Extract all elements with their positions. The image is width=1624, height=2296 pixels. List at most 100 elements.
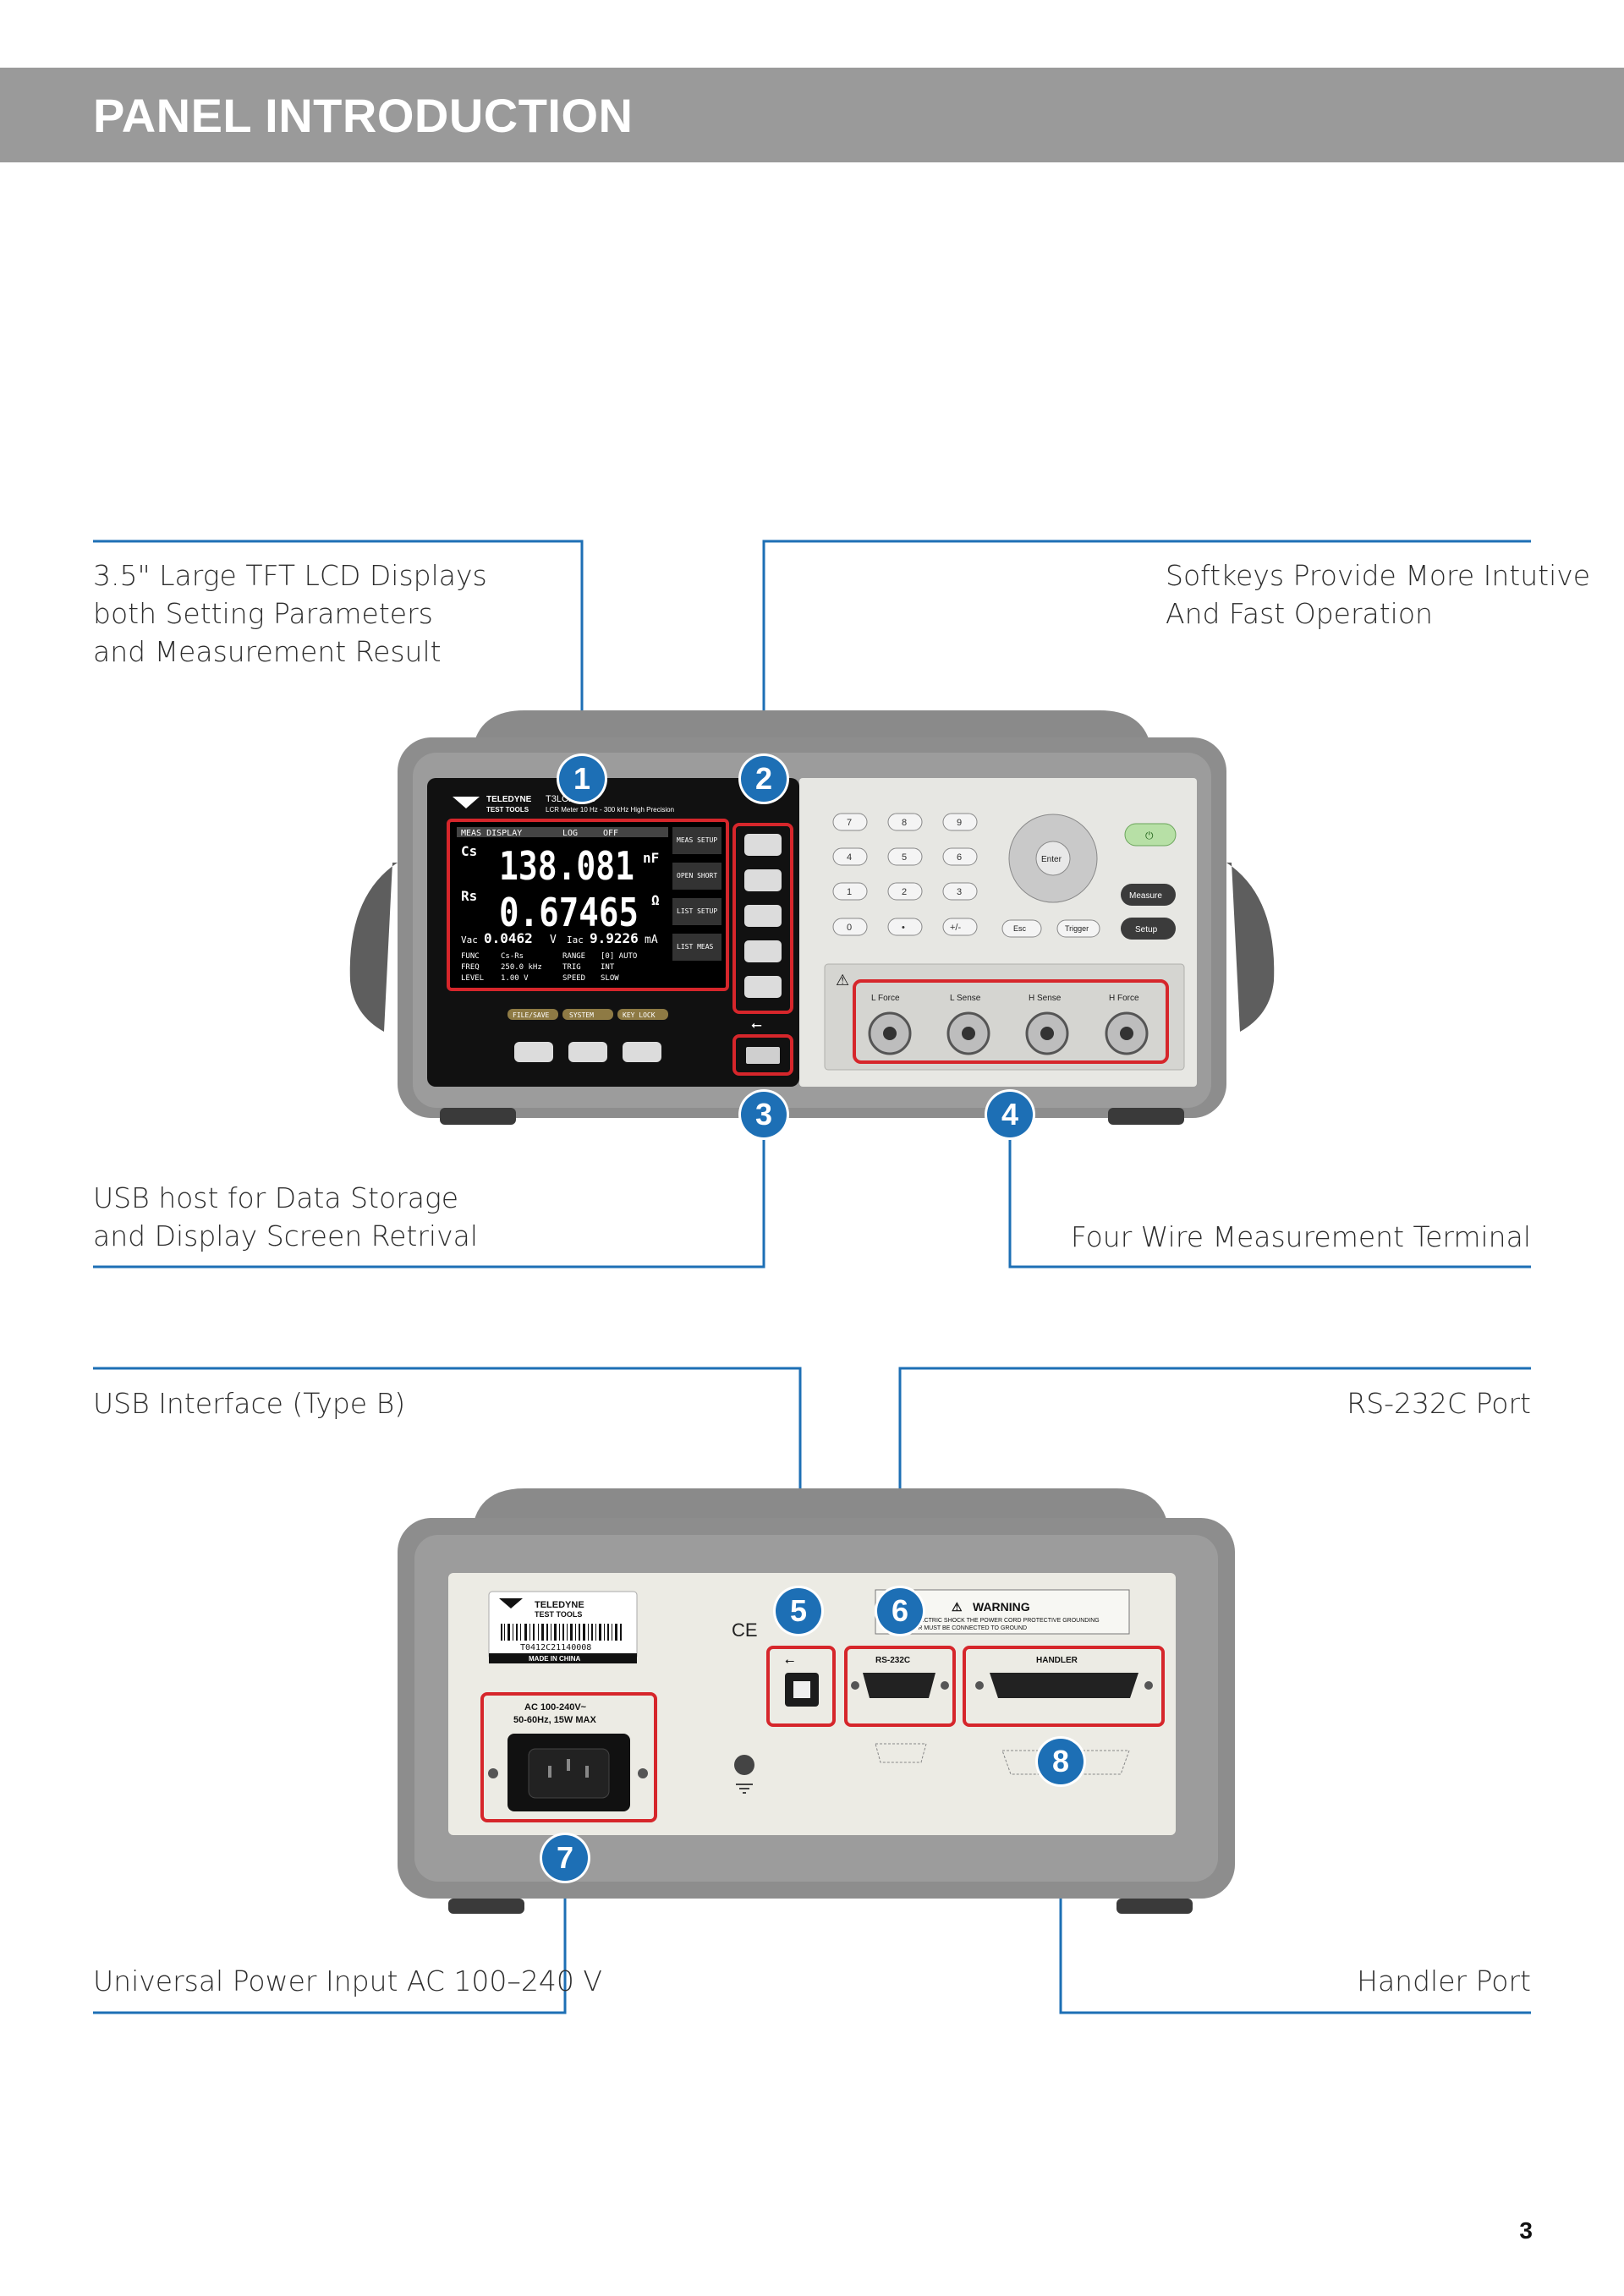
svg-text:LIST SETUP: LIST SETUP [677,907,717,915]
softkey-bottom-1 [514,1042,553,1062]
rear-panel-image: TELEDYNE TEST TOOLS T0412C21140008 MADE … [398,1488,1235,1914]
svg-text:Cs: Cs [461,843,477,859]
svg-text:TELEDYNE: TELEDYNE [486,795,532,804]
svg-text:RANGE: RANGE [562,952,585,961]
svg-text:1.00 V: 1.00 V [501,974,529,983]
handler-connector [990,1673,1138,1698]
ground-terminal [734,1755,754,1775]
lcd-side-labels: MEAS SETUP OPEN SHORT LIST SETUP LIST ME… [672,827,721,961]
svg-text:FUNC: FUNC [461,952,480,961]
callout-badge-5: 5 [776,1588,821,1634]
svg-text:TRIG: TRIG [562,963,581,972]
callout-label-2: Softkeys Provide More Intutive And Fast … [1166,556,1590,633]
softkey-bottom-2 [568,1042,607,1062]
terminal-labels: L Force L Sense H Sense H Force [871,994,1139,1003]
svg-text:OFF: OFF [603,829,618,838]
svg-text:TEST TOOLS: TEST TOOLS [486,806,529,814]
lcd-highlight [447,819,729,991]
svg-text:FILE/SAVE: FILE/SAVE [513,1011,550,1019]
svg-text:Vac: Vac [461,934,478,945]
callout-8-line-1: Handler Port [1357,1964,1531,1997]
usb-b-highlight [766,1646,836,1727]
callout-badge-7: 7 [542,1835,588,1881]
callout-label-3: USB host for Data Storage and Display Sc… [93,1179,478,1255]
svg-text:Setup: Setup [1135,925,1158,934]
svg-text:nF: nF [643,850,659,866]
svg-text:LCR Meter 10 Hz - 300 kHz Hi: LCR Meter 10 Hz - 300 kHz High Precision [546,806,674,814]
svg-text:[0] AUTO: [0] AUTO [601,952,637,961]
svg-text:50-60Hz, 15W MAX: 50-60Hz, 15W MAX [513,1715,596,1725]
terminals-highlight [853,979,1169,1064]
callout-badge-8: 8 [1038,1739,1084,1784]
function-keys: Esc Trigger [1001,919,1100,938]
svg-text:H Force: H Force [1109,994,1139,1003]
svg-text:⏻: ⏻ [1145,830,1154,841]
callout-label-6: RS-232C Port [1347,1384,1531,1422]
callout-label-7: Universal Power Input AC 100–240 V [93,1962,602,2000]
svg-text:FREQ: FREQ [461,963,480,972]
leader-line-4 [1008,1137,1531,1269]
callout-1-line-3: and Measurement Result [93,635,442,668]
callout-badge-4: 4 [987,1092,1033,1137]
usb-host-highlight [732,1034,793,1076]
svg-text:2: 2 [902,887,907,897]
svg-text:LIST MEAS: LIST MEAS [677,943,714,951]
svg-text:RS-232C: RS-232C [875,1656,910,1665]
callout-7-line-1: Universal Power Input AC 100–240 V [93,1964,602,1997]
lcd-params: FUNC Cs-Rs RANGE [0] AUTO FREQ 250.0 kHz… [461,952,637,983]
callout-badge-1: 1 [559,756,605,802]
svg-text:CONDUCTOR MUST BE CONNECTED TO: CONDUCTOR MUST BE CONNECTED TO GROUND [884,1625,1027,1631]
front-panel-image: TELEDYNE TEST TOOLS T3LCR1000 LCR Meter … [349,710,1275,1125]
left-handle [349,863,398,1032]
svg-text:⚠: ⚠ [952,1600,963,1614]
callout-2-line-1: Softkeys Provide More Intutive [1166,559,1591,592]
callout-3-line-1: USB host for Data Storage [93,1181,459,1214]
enter-button [1035,841,1071,876]
callout-badge-6: 6 [877,1588,923,1634]
svg-text:Cs-Rs: Cs-Rs [501,952,524,961]
callout-1-line-1: 3.5" Large TFT LCD Displays [93,559,487,592]
page-number: 3 [1519,2217,1533,2244]
top-bumper [474,710,1150,744]
svg-text:9.9226: 9.9226 [590,930,639,946]
svg-text:138.081: 138.081 [499,843,634,889]
numeric-keypad: 7 8 9 4 5 6 1 2 3 0 • +/- [832,813,978,936]
svg-text:TELEDYNE: TELEDYNE [535,1600,584,1610]
terminal-panel [824,963,1185,1071]
svg-text:Enter: Enter [1041,855,1062,864]
svg-text:INT: INT [601,963,615,972]
svg-text:LOG: LOG [562,829,578,838]
svg-text:TEST TOOLS: TEST TOOLS [535,1610,582,1619]
svg-text:Measure: Measure [1129,891,1162,901]
svg-text:LEVEL: LEVEL [461,974,484,983]
svg-text:Iac: Iac [567,934,584,945]
svg-text:8: 8 [902,818,907,828]
svg-text:6: 6 [957,852,962,863]
rs232-highlight [844,1646,956,1727]
svg-text:HANDLER: HANDLER [1036,1656,1078,1665]
svg-text:0: 0 [847,923,852,933]
svg-text:OPEN SHORT: OPEN SHORT [677,872,717,879]
svg-text:0.0462: 0.0462 [484,930,533,946]
svg-text:⚠: ⚠ [836,972,849,989]
callout-label-8: Handler Port [1357,1962,1531,2000]
svg-text:⭠: ⭠ [751,1018,762,1033]
svg-text:250.0 kHz: 250.0 kHz [501,963,542,972]
leader-line-3 [93,1137,765,1269]
svg-text:1: 1 [847,887,852,897]
callout-5-line-1: USB Interface (Type B) [93,1387,406,1420]
usb-host-port [746,1047,780,1064]
svg-text:9: 9 [957,818,962,828]
svg-text:L Force: L Force [871,994,900,1003]
svg-text:0.67465: 0.67465 [499,890,639,935]
svg-text:Rs: Rs [461,888,477,904]
svg-text:SLOW: SLOW [601,974,619,983]
svg-text:7: 7 [847,818,852,828]
svg-text:⭠: ⭠ [785,1653,794,1667]
callout-2-line-2: And Fast Operation [1166,597,1433,630]
svg-text:MEAS SETUP: MEAS SETUP [677,836,717,844]
rs232-connector [863,1673,935,1698]
svg-text:SPEED: SPEED [562,974,585,983]
svg-text:Trigger: Trigger [1065,924,1089,933]
